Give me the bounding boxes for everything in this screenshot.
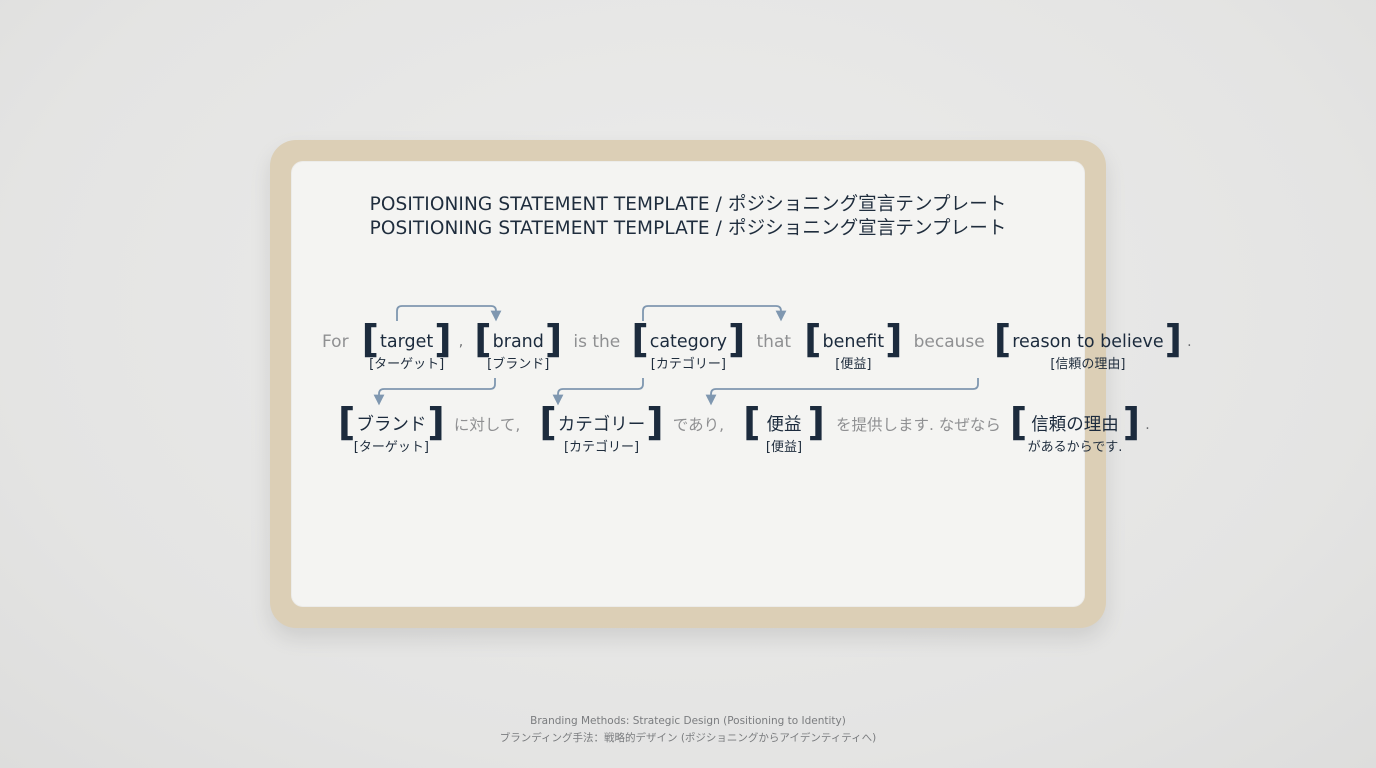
bracket-open-icon: [ — [361, 317, 380, 361]
jp-connector-period: . — [1145, 417, 1150, 433]
connector-period: . — [1187, 334, 1192, 350]
bracket-close-icon: ] — [427, 400, 445, 444]
slot-reason: [reason to believe] [信頼の理由] — [993, 317, 1182, 372]
title-line-1: POSITIONING STATEMENT TEMPLATE / ポジショニング… — [369, 194, 1007, 215]
english-template-row: For [target] [ターゲット] , [brand] [ブランド] is… — [322, 317, 1192, 372]
slot-target-sub: [ターゲット] — [369, 357, 445, 372]
slot-benefit-sub: [便益] — [835, 357, 872, 372]
jp-slot-reason-sub: があるからです. — [1027, 440, 1123, 455]
bracket-open-icon: [ — [338, 400, 356, 444]
slot-benefit-word: benefit — [822, 332, 885, 352]
jp-slot-brand-sub: [ターゲット] — [353, 440, 429, 455]
connector-comma: , — [458, 334, 464, 350]
footer-caption-jp: ブランディング手法：戦略的デザイン (ポジショニングからアイデンティティへ) — [499, 732, 877, 744]
japanese-template-row: [ブランド] [ターゲット] に対して, [カテゴリー] [カテゴリー] であり… — [338, 400, 1150, 455]
bracket-open-icon: [ — [631, 317, 649, 361]
slot-brand: [brand] [ブランド] — [474, 317, 563, 372]
jp-connector-ni-taishite: に対して, — [453, 416, 521, 434]
slot-category-sub: [カテゴリー] — [650, 357, 726, 372]
bracket-close-icon: ] — [1164, 317, 1182, 361]
bracket-close-icon: ] — [544, 317, 563, 361]
jp-slot-reason-word: 信頼の理由 — [1031, 415, 1119, 435]
slot-target-word: target — [380, 332, 434, 352]
bracket-close-icon: ] — [728, 317, 746, 361]
bracket-open-icon: [ — [474, 317, 492, 361]
slot-brand-sub: [ブランド] — [487, 357, 550, 372]
connector-that: that — [756, 332, 792, 352]
jp-slot-brand: [ブランド] [ターゲット] — [338, 400, 445, 455]
bracket-close-icon: ] — [646, 400, 664, 444]
jp-slot-benefit-word: 便益 — [766, 415, 802, 435]
bracket-open-icon: [ — [539, 400, 557, 444]
jp-connector-de-ari: であり, — [672, 416, 725, 434]
title-line-2: POSITIONING STATEMENT TEMPLATE / ポジショニング… — [369, 218, 1007, 239]
connector-for: For — [322, 332, 349, 352]
bracket-open-icon: [ — [1009, 400, 1028, 444]
bracket-close-icon: ] — [885, 317, 903, 361]
connector-is-the: is the — [573, 332, 621, 352]
slot-category-word: category — [649, 332, 728, 352]
jp-connector-teikyou: を提供します. なぜなら — [835, 416, 1001, 434]
bracket-open-icon: [ — [743, 400, 761, 444]
bracket-open-icon: [ — [993, 317, 1012, 361]
slot-reason-word: reason to believe — [1012, 332, 1164, 352]
slot-benefit: [benefit] [便益] — [804, 317, 903, 372]
jp-slot-category-sub: [カテゴリー] — [563, 440, 640, 455]
slot-category: [category] [カテゴリー] — [631, 317, 746, 372]
jp-slot-brand-word: ブランド — [356, 415, 427, 435]
bracket-close-icon: ] — [807, 400, 825, 444]
footer-caption-en: Branding Methods: Strategic Design (Posi… — [530, 715, 846, 727]
slot-brand-word: brand — [492, 332, 544, 352]
jp-slot-reason: [信頼の理由] があるからです. — [1009, 400, 1141, 455]
slot-reason-sub: [信頼の理由] — [1050, 357, 1126, 372]
jp-slot-benefit-sub: [便益] — [765, 440, 803, 455]
bracket-close-icon: ] — [1122, 400, 1141, 444]
bracket-open-icon: [ — [804, 317, 822, 361]
slot-target: [target] [ターゲット] — [361, 317, 452, 372]
jp-slot-category: [カテゴリー] [カテゴリー] — [539, 400, 664, 455]
jp-slot-category-word: カテゴリー — [557, 415, 646, 435]
connector-because: because — [913, 332, 985, 352]
bracket-close-icon: ] — [434, 317, 452, 361]
jp-slot-benefit: [便益] [便益] — [743, 400, 825, 455]
